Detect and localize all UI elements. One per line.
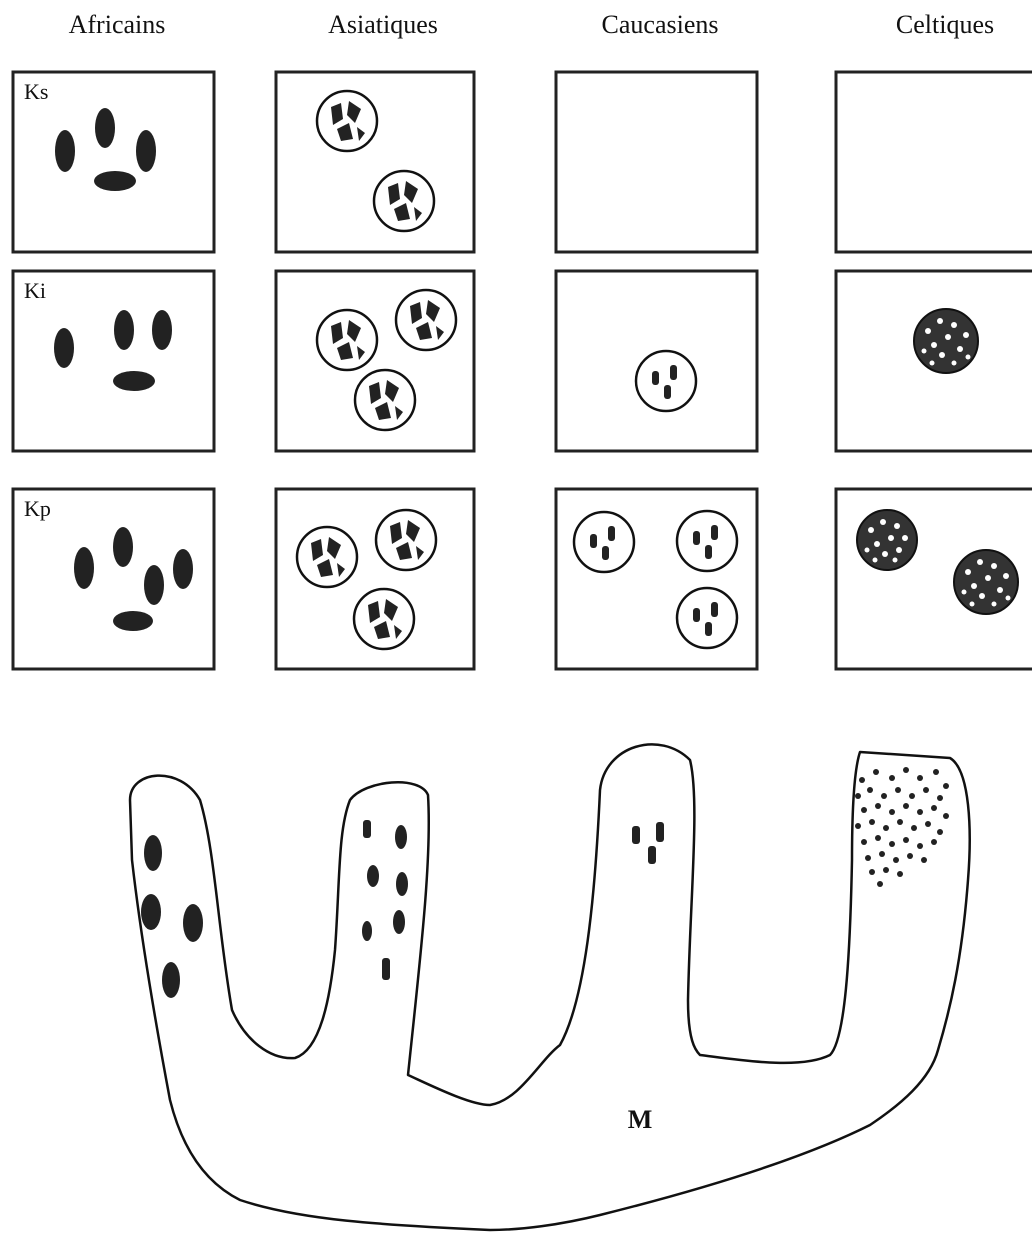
asian-cell [317, 91, 377, 151]
caucasian-cell [677, 588, 737, 648]
panel-kp-caucasiens [556, 489, 757, 669]
row-label-ki: Ki [24, 278, 46, 303]
panel-ks-caucasiens [556, 72, 757, 252]
row-label-ks: Ks [24, 79, 48, 104]
celtic-cell [954, 550, 1018, 614]
caucasian-cell [636, 351, 696, 411]
mucosa-label: M [628, 1105, 653, 1134]
column-label-africains: Africains [69, 10, 166, 39]
caucasian-cell [574, 512, 634, 572]
panel-ks-celtiques [836, 72, 1032, 252]
column-label-asiatiques: Asiatiques [328, 10, 438, 39]
panel-kp-africains: Kp [13, 489, 214, 669]
panel-kp-asiatiques [276, 489, 474, 669]
panel-ki-celtiques [836, 271, 1032, 451]
panel-ks-africains: Ks [13, 72, 214, 252]
asian-cell [376, 510, 436, 570]
asian-cell [374, 171, 434, 231]
panel-ks-asiatiques [276, 72, 474, 252]
panel-ki-asiatiques [276, 271, 474, 451]
asian-cell [354, 589, 414, 649]
panel-ki-caucasiens [556, 271, 757, 451]
column-label-caucasiens: Caucasiens [602, 10, 719, 39]
celtic-cell [914, 309, 978, 373]
asian-cell [355, 370, 415, 430]
row-label-kp: Kp [24, 496, 51, 521]
asian-cell [317, 310, 377, 370]
asian-cell [297, 527, 357, 587]
celtic-cell [857, 510, 917, 570]
asian-cell [396, 290, 456, 350]
panel-ki-africains: Ki [13, 271, 214, 451]
mucosa-outline [130, 744, 970, 1230]
column-label-celtiques: Celtiques [896, 10, 994, 39]
panel-kp-celtiques [836, 489, 1032, 669]
caucasian-cell [677, 511, 737, 571]
mucosa-outline-diagram [130, 744, 970, 1230]
